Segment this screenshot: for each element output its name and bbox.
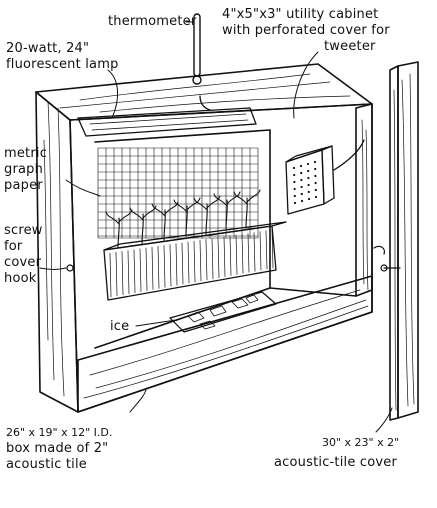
annotation-labels: thermometer 20-watt, 24" fluorescent lam… [4,7,399,472]
label-cabinet-line1: 4"x5"x3" utility cabinet [222,7,378,22]
label-cabinet-line3: tweeter [324,39,376,54]
cover-hook [66,245,401,272]
fluorescent-lamp [77,95,257,137]
label-box-line2: box made of 2" [6,441,108,456]
utility-cabinet [285,139,365,215]
label-graph-line3: paper [4,178,43,193]
thermometer-icon [192,13,202,85]
label-graph-line1: metric [4,146,47,161]
ice-tray [169,291,277,333]
leader-lines [39,21,393,433]
wood-grain-hatching [43,73,369,399]
label-box-line3: acoustic tile [6,457,87,472]
plant-tray [103,221,287,301]
label-cabinet-line2: with perforated cover for [222,23,390,38]
seedlings [105,189,261,249]
label-cover-line2: acoustic-tile cover [274,455,397,470]
label-screw-line1: screw [4,223,43,238]
label-box-line1: 26" x 19" x 12" I.D. [6,426,112,439]
label-screw-line2: for [4,239,23,254]
label-screw-line3: cover [4,255,42,270]
label-cover-line1: 30" x 23" x 2" [322,436,399,449]
label-lamp-line1: 20-watt, 24" [6,41,89,56]
label-graph-line2: graph [4,162,43,177]
label-ice: ice [110,319,129,334]
label-lamp-line2: fluorescent lamp [6,57,119,72]
label-screw-line4: hook [4,271,37,286]
acoustic-tile-cover [389,61,419,421]
label-thermometer: thermometer [108,14,197,29]
